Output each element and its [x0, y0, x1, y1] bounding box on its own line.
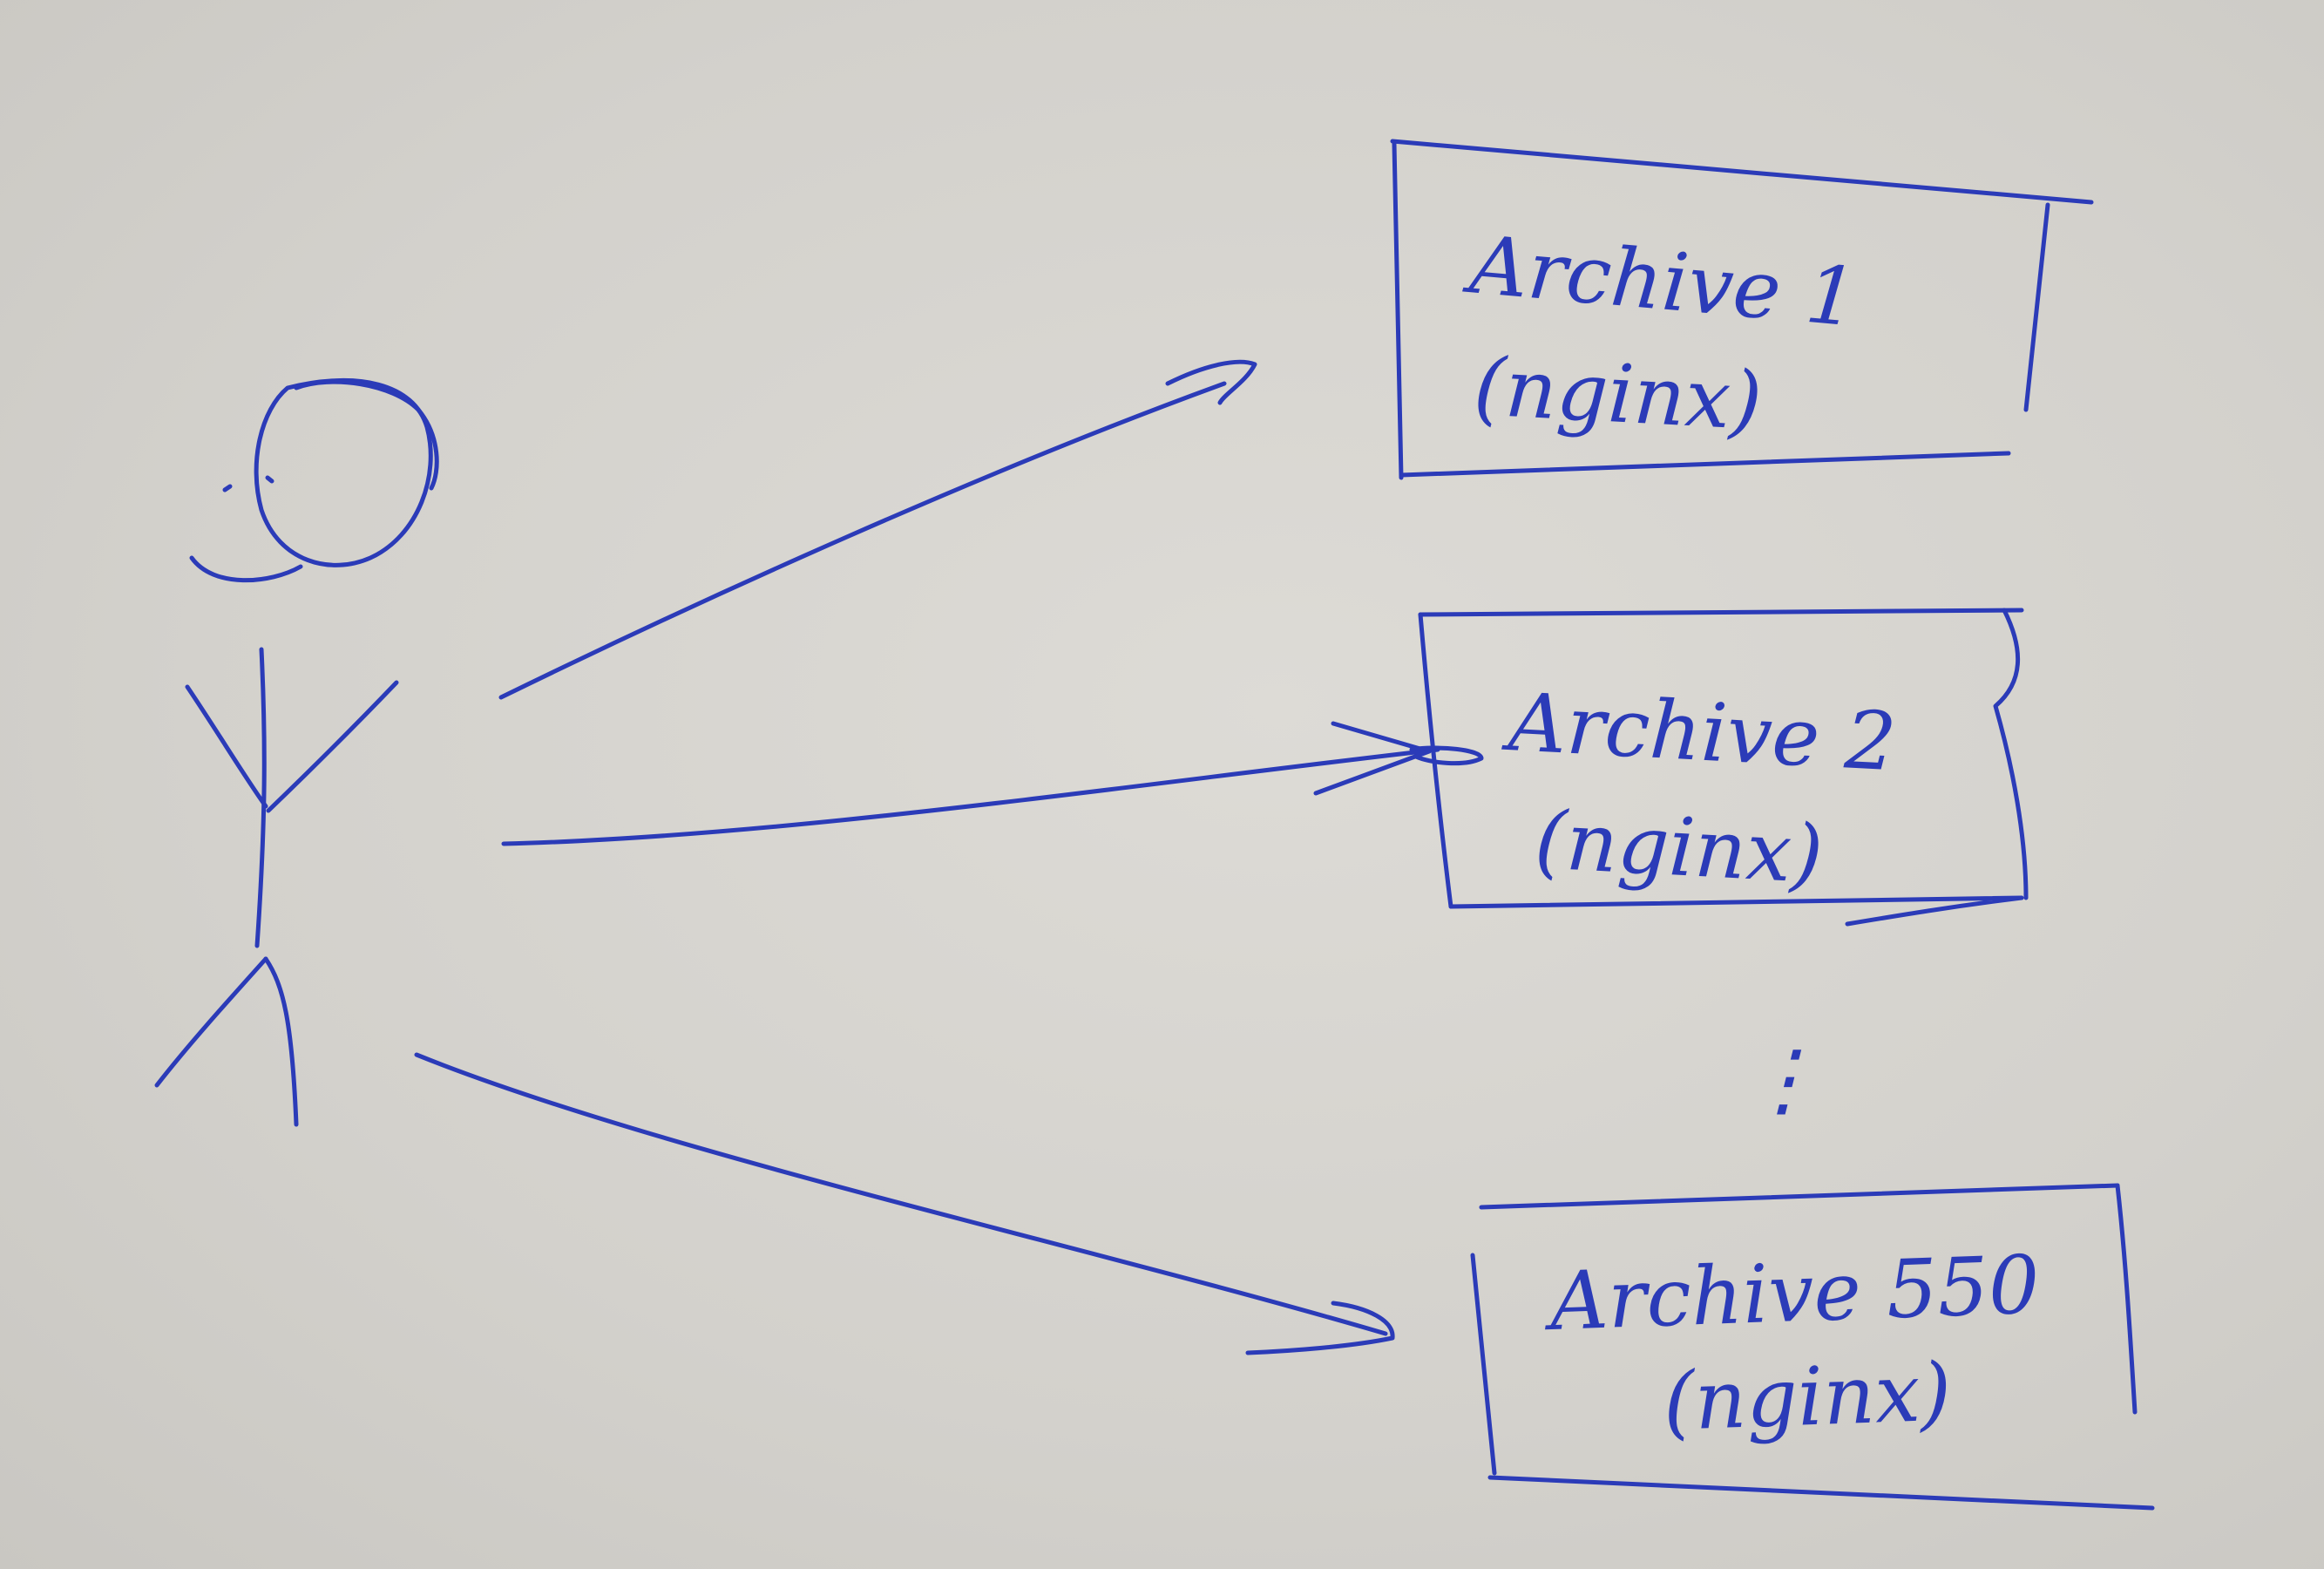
archive-1-border-bottom [1399, 451, 2011, 478]
figure-right-leg [263, 956, 299, 1127]
arrow-2-head [1313, 721, 1432, 796]
archive-550-border-right [2115, 1183, 2138, 1415]
arrow-2-shaft [501, 747, 1440, 846]
figure-head [254, 377, 433, 567]
stick-figure-icon [154, 377, 439, 1127]
archive-2-border-top [1418, 608, 2024, 617]
arrow-3-head [1245, 1301, 1395, 1355]
archive-1-subtitle: (nginx) [1472, 340, 1765, 448]
archive-550-box [1470, 1183, 2155, 1511]
arrow-1-head [1165, 359, 1257, 405]
figure-left-leg [154, 956, 268, 1088]
archive-550-subtitle: (nginx) [1662, 1346, 1953, 1449]
arrow-to-archive-1 [498, 359, 1257, 700]
archive-2-box [1418, 608, 2029, 927]
archive-1-border-right [2023, 202, 2050, 412]
figure-right-eye [265, 475, 274, 484]
figure-body [254, 647, 267, 948]
figure-smile [189, 555, 303, 583]
archive-1-box [1390, 139, 2094, 480]
archive-1-border-top [1390, 139, 2094, 205]
figure-left-arm [185, 684, 268, 809]
arrow-to-archive-550 [414, 1052, 1395, 1355]
archive-2-border-right [1993, 608, 2029, 900]
archive-550-border-top [1479, 1183, 2120, 1210]
arrow-to-archive-2 [501, 721, 1484, 846]
archive-1-border-left [1392, 141, 1404, 480]
archive-550-border-bottom [1487, 1475, 2155, 1511]
arrow-3-shaft [414, 1052, 1388, 1336]
figure-head-outline-stroke [294, 379, 439, 491]
archive-1-label: Archive 1 [1460, 218, 1860, 345]
archive-2-label: Archive 2 [1500, 676, 1899, 790]
archive-2-border-left [1418, 612, 1453, 909]
archive-550-border-left [1470, 1253, 1497, 1476]
figure-right-arm [266, 680, 399, 813]
archive-2-subtitle: (nginx) [1533, 793, 1826, 901]
figure-left-eye [222, 484, 233, 492]
archive-2-border-bottom [1448, 895, 2024, 927]
vertical-ellipsis: ⋮ [1743, 1033, 1823, 1126]
arrow-1-shaft [498, 381, 1227, 700]
archive-550-label: Archive 550 [1541, 1238, 2041, 1348]
